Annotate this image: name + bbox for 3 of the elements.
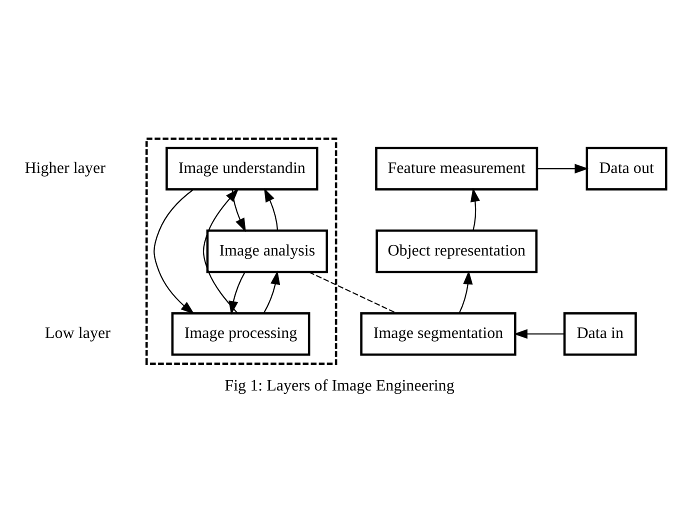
caption: Fig 1: Layers of Image Engineering — [224, 377, 454, 394]
label: Higher layer — [24, 160, 106, 177]
label: Low layer — [44, 325, 111, 342]
